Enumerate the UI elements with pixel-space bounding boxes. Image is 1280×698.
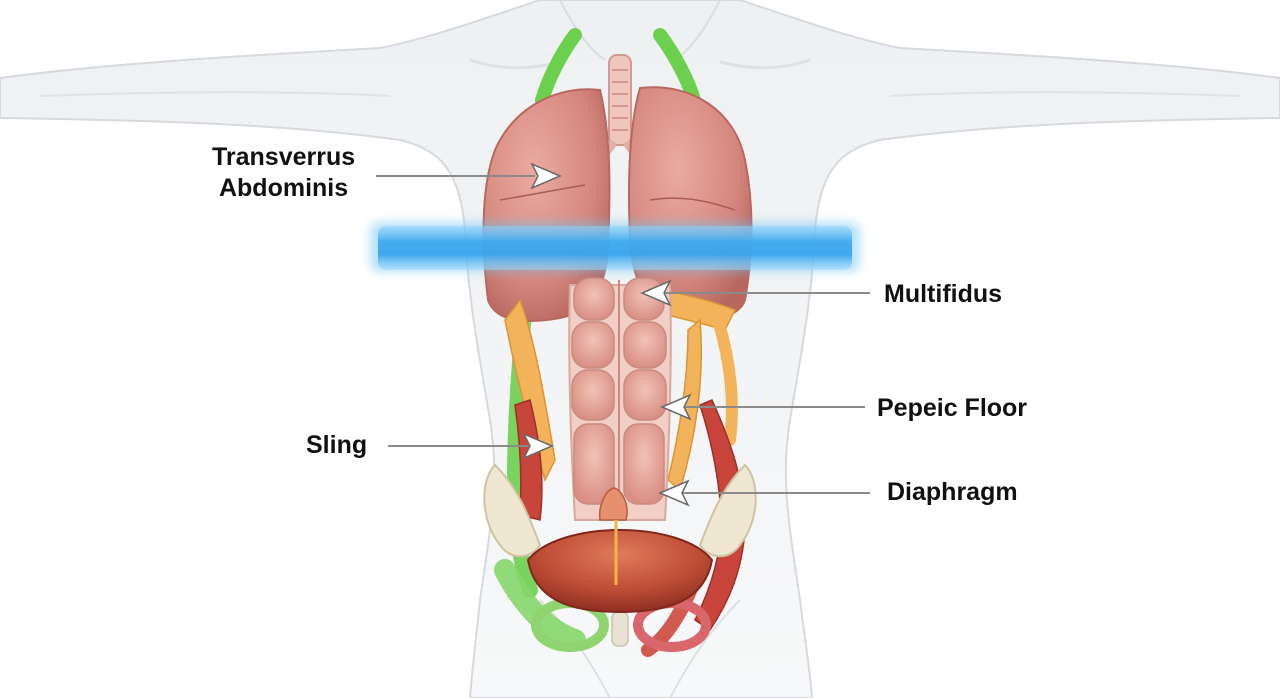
- rectus-abdominis: [568, 277, 672, 521]
- label-transversus-abdominis: Transverrus Abdominis: [212, 142, 355, 204]
- arrow-pointer-icon: [522, 432, 554, 460]
- label-sling: Sling: [306, 431, 368, 459]
- label-multifidus: Multifidus: [884, 280, 1003, 308]
- pelvic-floor-bowl: [526, 487, 714, 614]
- label-diaphragm: Diaphragm: [887, 478, 1018, 506]
- label-transversus-line1: Transverrus: [212, 143, 356, 171]
- arrow-pointer-icon: [658, 479, 690, 507]
- arrow-pointer-icon: [640, 279, 672, 307]
- transversus-band: [370, 222, 860, 272]
- label-transversus-line2: Abdominis: [218, 174, 349, 202]
- arrow-pointer-icon: [530, 162, 562, 190]
- label-pelvic-floor: Pepeic Floor: [877, 394, 1028, 422]
- leader-lines: [376, 162, 870, 507]
- arrow-pointer-icon: [660, 393, 692, 421]
